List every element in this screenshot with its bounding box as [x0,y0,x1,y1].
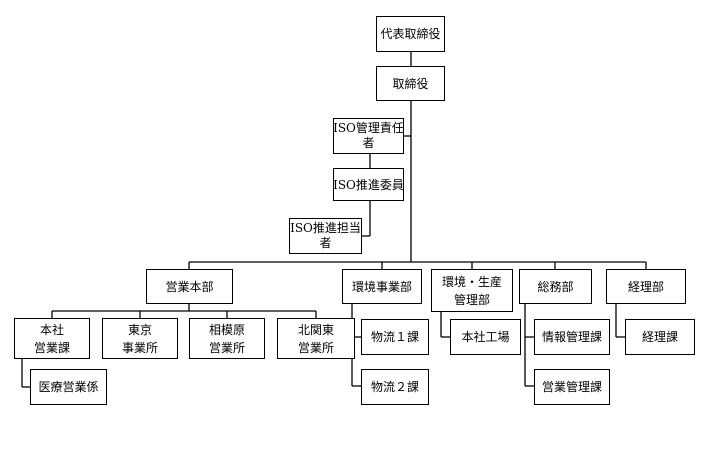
node-sales-mgmt-label: 営業管理課 [541,380,602,394]
node-general-affairs-label: 総務部 [537,279,574,294]
node-iso-manager-line2: 者 [362,136,375,150]
node-sagamihara-line2: 営業所 [208,340,245,355]
node-tokyo: 東京 事業所 [102,318,178,359]
node-env-prod-line1: 環境・生産 [441,274,502,289]
node-factory-label: 本社工場 [461,330,510,344]
node-sales-hq-label: 営業本部 [165,279,214,294]
node-hq-sales-line2: 営業課 [33,340,70,355]
node-accounting-section: 経理課 [625,319,695,355]
node-hq-sales: 本社 営業課 [14,318,90,359]
node-sagamihara-line1: 相模原 [208,322,245,337]
node-env-dept: 環境事業部 [342,269,422,304]
node-info-mgmt-label: 情報管理課 [541,330,602,344]
node-accounting: 経理部 [606,269,686,304]
node-director-label: 取締役 [392,76,429,91]
node-medical-label: 医療営業係 [38,380,99,394]
node-factory: 本社工場 [450,319,521,355]
node-sales-mgmt: 営業管理課 [534,369,610,405]
node-ceo-label: 代表取締役 [380,27,441,41]
node-sales-hq: 営業本部 [146,269,233,304]
node-info-mgmt: 情報管理課 [534,319,610,355]
node-kitakanto-line1: 北関東 [297,322,334,337]
node-env-prod: 環境・生産 管理部 [431,269,513,312]
node-logistics-2-label: 物流２課 [370,380,419,394]
node-director: 取締役 [376,66,445,101]
node-env-prod-line2: 管理部 [453,292,490,307]
node-tokyo-line1: 東京 [127,322,152,337]
node-logistics-1-label: 物流１課 [370,330,419,344]
node-kitakanto-line2: 営業所 [297,340,334,355]
node-iso-committee-label: ISO推進委員 [333,177,404,192]
node-tokyo-line2: 事業所 [121,340,158,355]
node-medical: 医療営業係 [30,369,107,405]
node-ceo: 代表取締役 [376,16,445,52]
node-env-dept-label: 環境事業部 [351,279,412,294]
node-accounting-section-label: 経理課 [641,330,678,344]
node-sagamihara: 相模原 営業所 [189,318,265,359]
node-accounting-label: 経理部 [627,279,664,294]
node-iso-staff: ISO推進担当 者 [289,218,362,254]
node-iso-staff-line1: ISO推進担当 [290,221,361,235]
node-general-affairs: 総務部 [519,269,592,304]
node-iso-manager: ISO管理責任 者 [333,118,404,154]
node-logistics-2: 物流２課 [361,369,429,405]
node-iso-staff-line2: 者 [319,236,332,250]
node-logistics-1: 物流１課 [361,319,429,355]
node-iso-manager-line1: ISO管理責任 [333,121,404,135]
node-kitakanto: 北関東 営業所 [277,318,355,359]
node-iso-committee: ISO推進委員 [333,168,404,201]
node-hq-sales-line1: 本社 [39,322,64,337]
